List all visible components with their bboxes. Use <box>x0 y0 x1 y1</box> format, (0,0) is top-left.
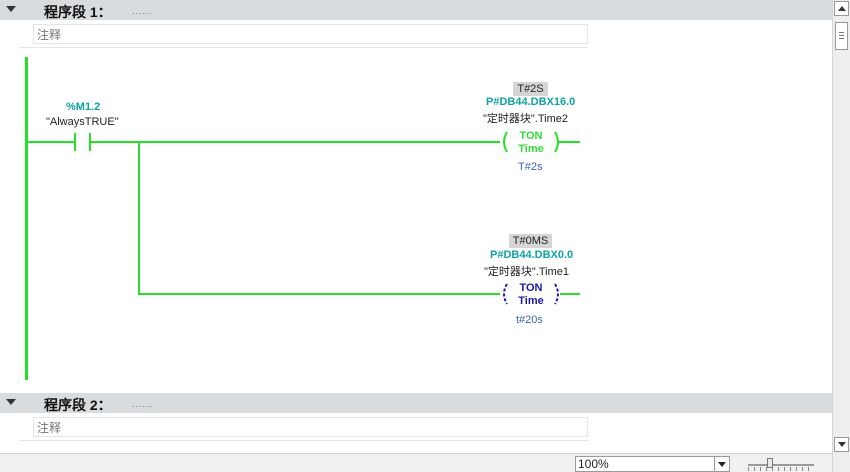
divider <box>20 440 588 441</box>
zoom-slider-ticks <box>748 467 814 471</box>
collapse-triangle-icon[interactable] <box>6 399 16 405</box>
coil-1-name[interactable]: "定时器块".Time2 <box>483 113 569 125</box>
zoom-slider-knob[interactable] <box>767 458 773 468</box>
contact-address[interactable]: %M1.2 <box>66 101 101 113</box>
network-1-header[interactable]: 程序段 1： ...... <box>0 0 832 20</box>
scroll-up-button[interactable] <box>834 1 849 16</box>
zoom-select[interactable]: 100% <box>575 456 730 472</box>
arrow-down-icon <box>838 442 846 447</box>
branch-wire-vertical <box>138 141 140 295</box>
zoom-value: 100% <box>578 457 609 471</box>
rung-wire-main <box>91 141 500 143</box>
coil-1-sub: Time <box>518 143 544 155</box>
network-2-header[interactable]: 程序段 2： ...... <box>0 393 832 413</box>
coil-1-param[interactable]: T#2S <box>513 82 548 96</box>
divider <box>20 47 588 48</box>
status-bar: 100% <box>0 453 832 472</box>
coil-1-value[interactable]: T#2s <box>518 161 543 173</box>
coil-2-symbol[interactable]: TON Time <box>500 278 580 310</box>
power-rail <box>25 57 28 380</box>
coil-1-symbol[interactable]: TON Time <box>500 126 580 158</box>
branch-wire-horizontal <box>138 293 500 295</box>
zoom-slider-track[interactable] <box>748 464 814 466</box>
vertical-scrollbar[interactable] <box>832 0 850 472</box>
network-2-dots: ...... <box>132 399 154 409</box>
coil-2-param[interactable]: T#0MS <box>509 234 552 248</box>
collapse-triangle-icon[interactable] <box>6 6 16 12</box>
network-1-dots: ...... <box>132 6 154 16</box>
chevron-down-icon <box>718 462 726 467</box>
coil-2-name[interactable]: "定时器块".Time1 <box>484 266 570 278</box>
network-2-title: 程序段 2： <box>44 397 112 413</box>
network-1-title: 程序段 1： <box>44 4 112 20</box>
coil-2-type: TON <box>519 282 543 294</box>
network-1-comment[interactable]: 注释 <box>33 24 588 44</box>
coil-2-sub: Time <box>518 295 544 307</box>
arrow-up-icon <box>838 6 846 11</box>
contact-symbol[interactable] <box>74 133 91 151</box>
scroll-thumb[interactable] <box>835 22 848 50</box>
dropdown-button[interactable] <box>714 457 729 471</box>
rung-wire-left <box>28 141 74 143</box>
coil-1-address[interactable]: P#DB44.DBX16.0 <box>486 96 576 108</box>
coil-2-value[interactable]: t#20s <box>516 314 543 326</box>
coil-2-address[interactable]: P#DB44.DBX0.0 <box>490 249 574 261</box>
coil-1-type: TON <box>519 130 543 142</box>
network-2-comment[interactable]: 注释 <box>33 417 588 437</box>
scroll-down-button[interactable] <box>834 437 849 452</box>
contact-name[interactable]: "AlwaysTRUE" <box>46 116 119 128</box>
